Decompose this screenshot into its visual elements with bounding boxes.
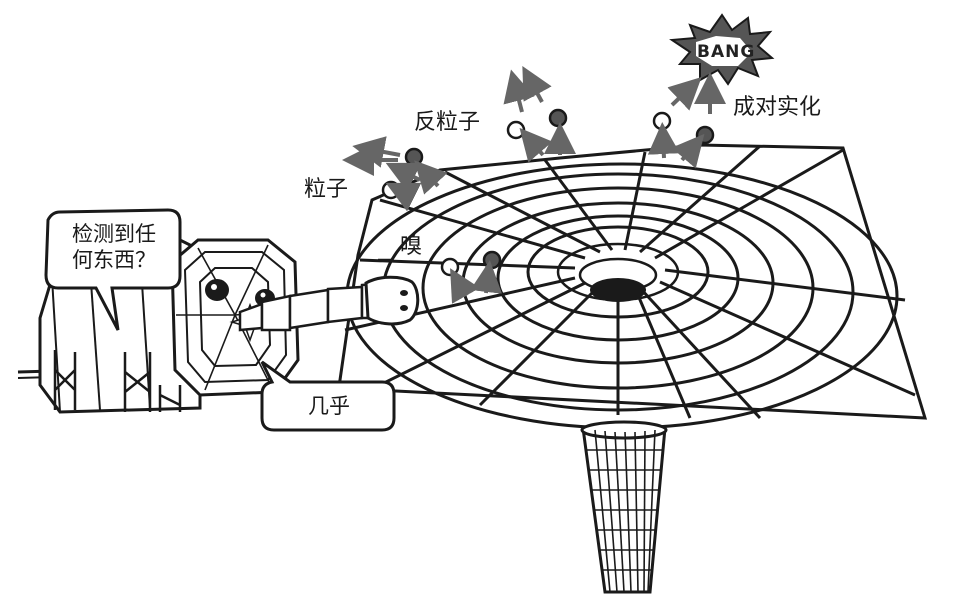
sniffing-nose: [238, 275, 420, 332]
speech-bubble-almost: [260, 360, 396, 432]
antiparticle-1: [381, 180, 401, 200]
antiparticle-4: [440, 257, 460, 277]
antiparticle-3: [652, 111, 672, 131]
label-become-real: 成对实化: [733, 95, 822, 120]
funnel-tube: [580, 420, 668, 594]
particle-2: [548, 108, 568, 128]
bang-burst: [669, 13, 775, 86]
particle-3: [695, 125, 715, 145]
bubble-detector-line-1: 检测到任: [72, 222, 156, 246]
speech-bubble-detector: [44, 208, 182, 331]
bang-text: BANG: [697, 42, 756, 62]
label-antiparticle: 反粒子: [414, 110, 481, 135]
label-sniff: 嗅: [400, 234, 423, 259]
motion-arrows: [342, 65, 726, 304]
particle-4: [482, 250, 502, 270]
label-particle: 粒子: [304, 177, 349, 202]
bubble-almost-text: 几乎: [308, 394, 350, 418]
antiparticles: [381, 111, 672, 277]
particle-1: [404, 147, 424, 167]
spacetime-grid: [336, 143, 928, 430]
bubble-detector-text: 检测到任 何东西？: [52, 221, 176, 274]
bubble-detector-line-2: 何东西？: [72, 248, 156, 273]
antiparticle-2: [506, 120, 526, 140]
